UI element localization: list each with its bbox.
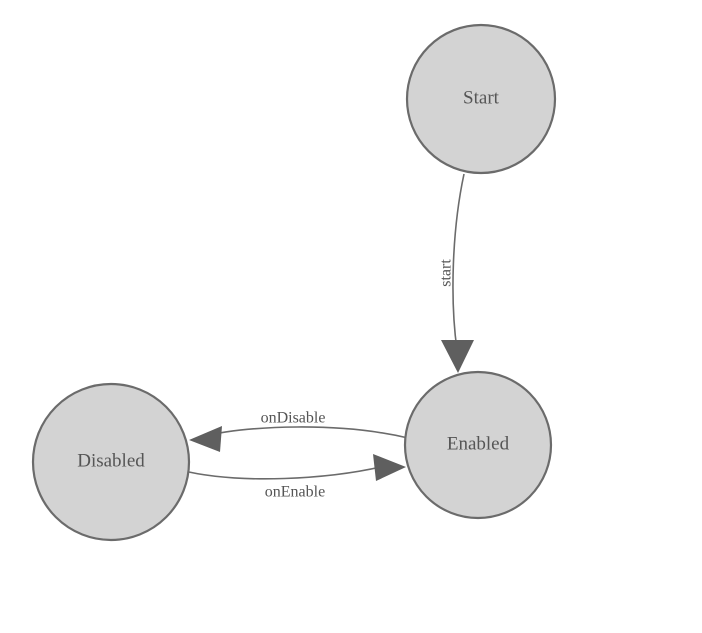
state-node-disabled[interactable]: Disabled [31,382,191,542]
edge-enabled-to-disabled-arrowhead-icon [189,426,222,452]
state-node-enabled-label: Enabled [447,433,510,454]
state-node-disabled-label: Disabled [77,450,145,471]
edge-label-start: start [438,259,455,287]
state-node-start-circle [405,23,557,175]
edge-disabled-to-enabled[interactable] [179,454,406,481]
edge-start-to-enabled-path [452,173,465,351]
edge-enabled-to-disabled-path [199,426,409,439]
edge-disabled-to-enabled-arrowhead-icon [373,454,406,481]
state-node-enabled-circle [403,370,553,520]
edge-label-on-enable: onEnable [265,484,325,501]
edge-label-on-disable: onDisable [261,410,326,427]
state-node-enabled[interactable]: Enabled [403,370,553,520]
edge-start-to-enabled[interactable] [441,173,474,373]
edge-disabled-to-enabled-path [179,465,386,480]
edge-enabled-to-disabled[interactable] [189,426,409,452]
state-node-start[interactable]: Start [405,23,557,175]
state-node-disabled-circle [31,382,191,542]
state-node-start-label: Start [463,87,500,108]
edge-start-to-enabled-arrowhead-icon [441,340,474,373]
